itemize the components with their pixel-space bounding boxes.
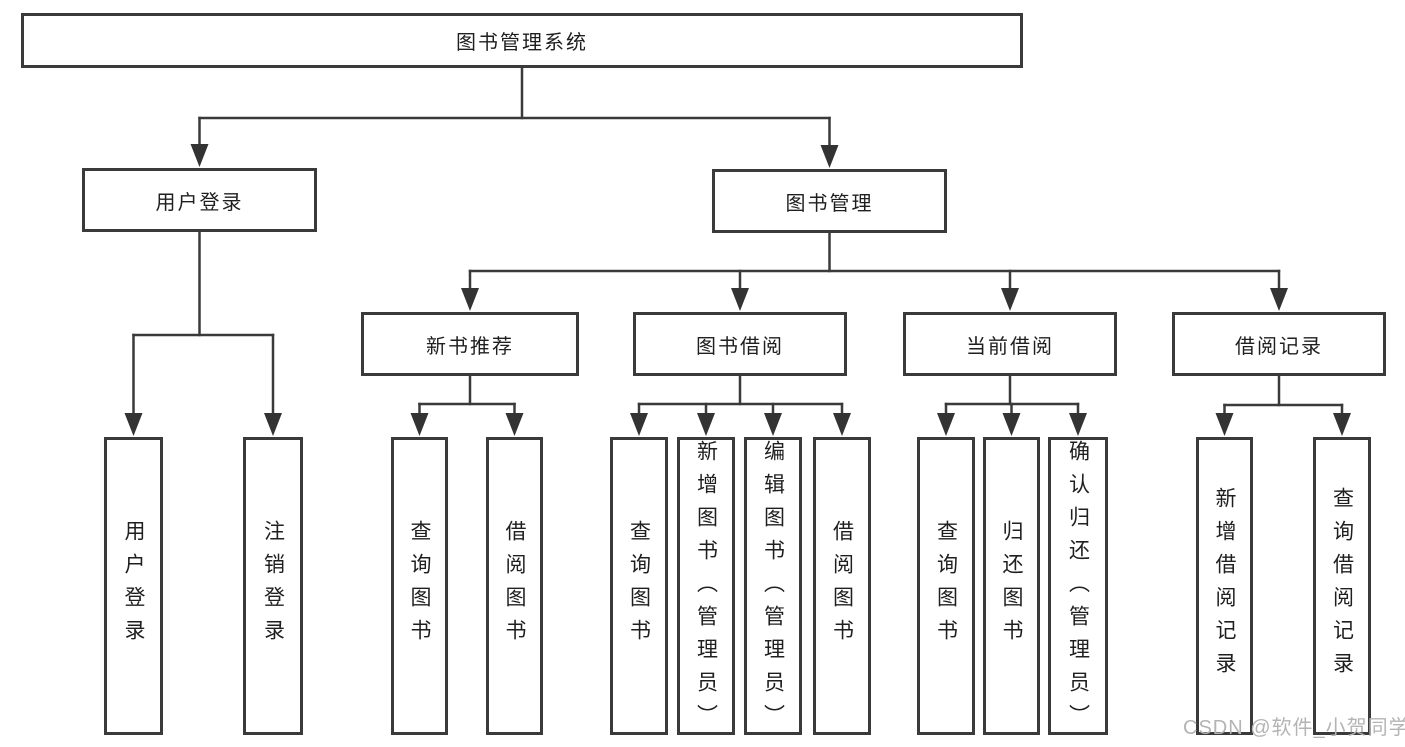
leaf-borrow-query-books: 查询图书 [610, 437, 668, 735]
leaf-user-login: 用户登录 [104, 437, 163, 735]
arrowhead-icons [124, 144, 1351, 436]
leaf-recommend-borrow-books: 借阅图书 [486, 437, 543, 735]
leaf-current-confirm-return-admin: 确认归还（管理员） [1048, 437, 1108, 737]
csdn-watermark: CSDN @软件_小贺同学 [1183, 717, 1405, 739]
node-borrow-records: 借阅记录 [1172, 312, 1386, 376]
node-book-borrow: 图书借阅 [633, 312, 847, 376]
leaf-borrow-borrow-books: 借阅图书 [813, 437, 871, 735]
leaf-borrow-add-books-admin: 新增图书（管理员） [677, 437, 735, 737]
leaf-record-add-borrow-record: 新增借阅记录 [1196, 437, 1253, 735]
leaf-current-return-books: 归还图书 [983, 437, 1040, 735]
node-book-management: 图书管理 [712, 169, 947, 233]
node-root: 图书管理系统 [21, 13, 1023, 68]
node-user-login: 用户登录 [82, 168, 317, 232]
node-current-borrow: 当前借阅 [903, 312, 1117, 376]
leaf-record-query-borrow-record: 查询借阅记录 [1313, 437, 1371, 735]
leaf-borrow-edit-books-admin: 编辑图书（管理员） [744, 437, 802, 737]
leaf-logout: 注销登录 [243, 437, 303, 735]
leaf-recommend-query-books: 查询图书 [391, 437, 448, 735]
node-new-book-recommend: 新书推荐 [361, 312, 579, 376]
leaf-current-query-books: 查询图书 [917, 437, 975, 735]
